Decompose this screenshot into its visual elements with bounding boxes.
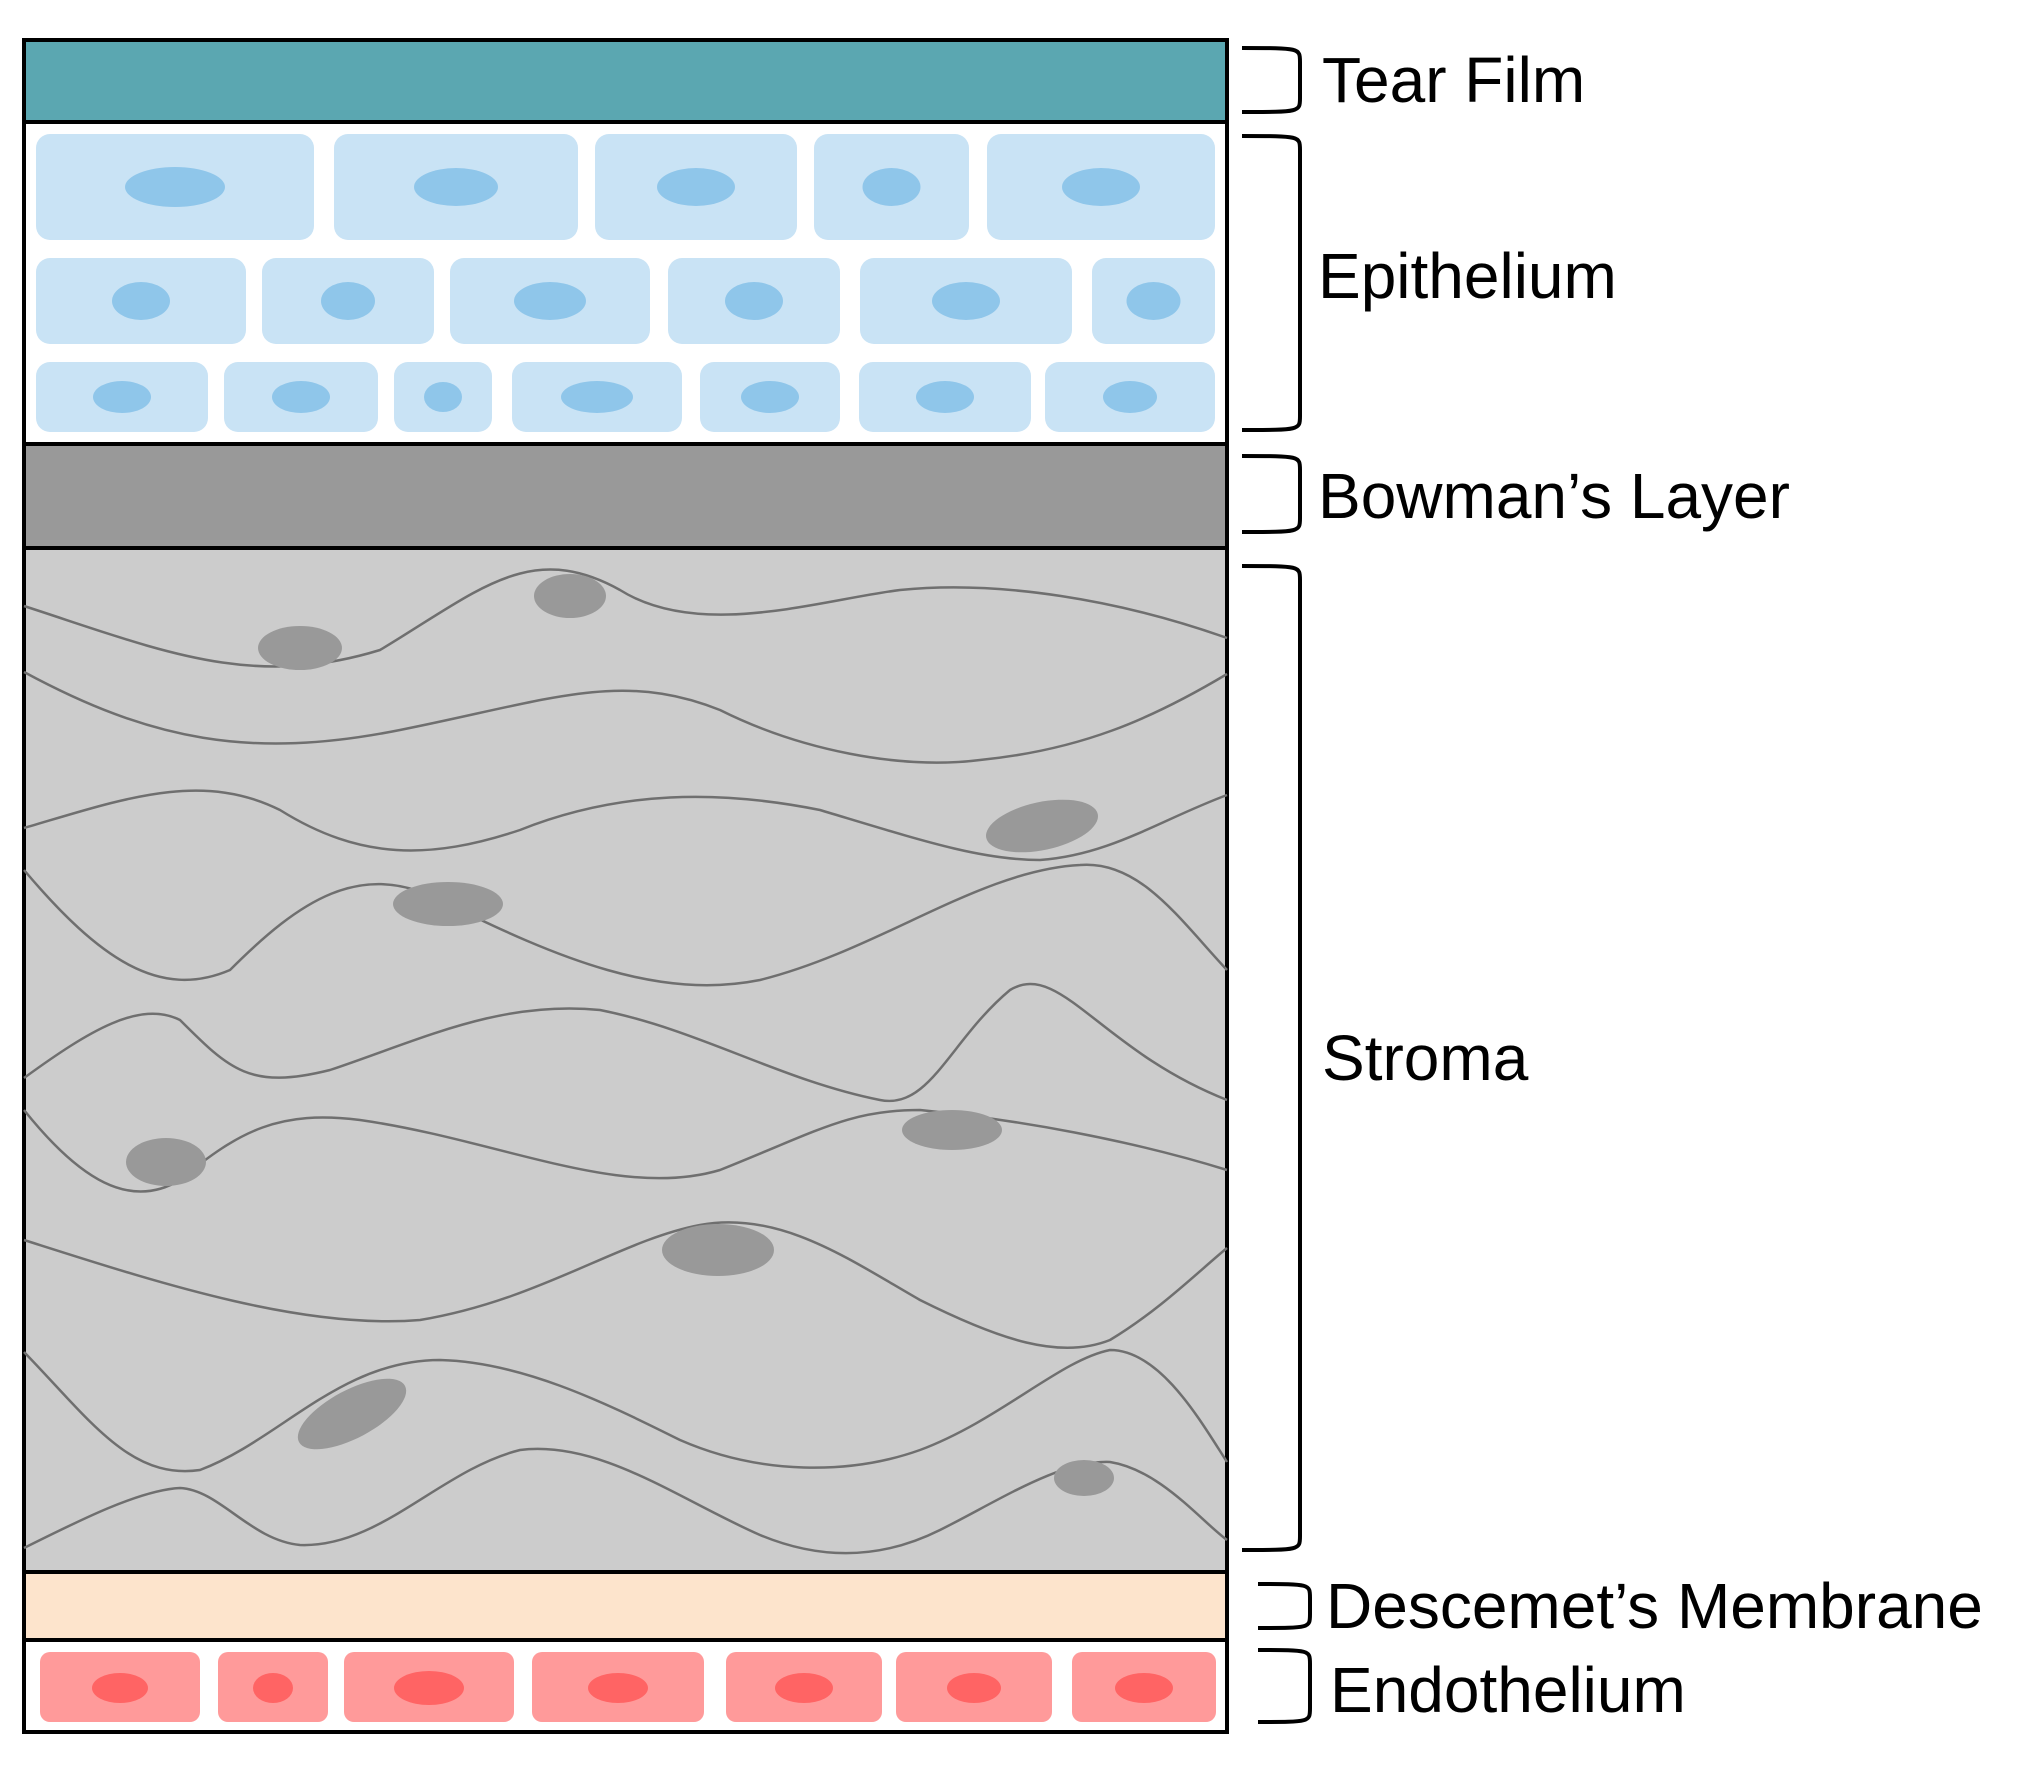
epithelial-nucleus xyxy=(741,381,799,413)
epithelial-nucleus xyxy=(414,168,498,206)
epithelium-label: Epithelium xyxy=(1318,240,1617,312)
epithelial-nucleus xyxy=(321,282,375,320)
epithelial-nucleus xyxy=(916,381,974,413)
collagen-fiber xyxy=(23,982,1228,1103)
collagen-fiber xyxy=(23,1221,1228,1350)
tear-film-layer xyxy=(22,38,1229,124)
tear-film-label: Tear Film xyxy=(1322,44,1585,116)
keratocyte xyxy=(1054,1460,1114,1496)
endothelial-nucleus xyxy=(775,1673,833,1703)
epithelial-nucleus xyxy=(112,282,170,320)
endothelium-layer xyxy=(22,1638,1229,1734)
keratocyte xyxy=(902,1110,1002,1150)
epithelial-nucleus xyxy=(1062,168,1140,206)
epithelial-nucleus xyxy=(424,382,462,412)
bowmans-layer-label: Bowman’s Layer xyxy=(1318,460,1790,532)
epithelial-nucleus xyxy=(125,167,225,207)
epithelial-nucleus xyxy=(514,282,586,320)
descemets-membrane-layer xyxy=(22,1570,1229,1642)
endothelial-nucleus xyxy=(92,1673,148,1703)
epithelial-nucleus xyxy=(561,381,633,413)
stroma-bracket xyxy=(1241,564,1302,1552)
endothelium-label: Endothelium xyxy=(1330,1654,1686,1726)
keratocyte xyxy=(258,626,342,670)
keratocyte xyxy=(126,1138,206,1186)
collagen-fiber xyxy=(23,789,1228,862)
bowmans-layer-bracket xyxy=(1241,454,1302,534)
collagen-fiber xyxy=(23,670,1228,764)
collagen-fiber xyxy=(23,1348,1229,1473)
stroma-background xyxy=(22,546,1229,1574)
endothelial-nucleus xyxy=(253,1673,293,1703)
endothelial-nucleus xyxy=(1115,1673,1173,1703)
epithelial-nucleus xyxy=(272,381,330,413)
collagen-fiber xyxy=(23,863,1228,987)
endothelial-nucleus xyxy=(947,1673,1001,1703)
descemets-membrane-bracket xyxy=(1257,1582,1312,1630)
stroma-layer xyxy=(22,546,1229,1574)
epithelium-bracket xyxy=(1241,134,1302,432)
epithelial-nucleus xyxy=(657,168,735,206)
epithelial-nucleus xyxy=(725,282,783,320)
stroma-label: Stroma xyxy=(1322,1022,1529,1094)
epithelial-nucleus xyxy=(862,168,921,206)
keratocyte xyxy=(393,882,503,926)
epithelial-nucleus xyxy=(1126,282,1181,320)
endothelial-nucleus xyxy=(394,1671,464,1705)
epithelial-nucleus xyxy=(932,282,1000,320)
epithelium-layer xyxy=(22,120,1229,446)
epithelial-nucleus xyxy=(1103,381,1157,413)
keratocyte xyxy=(986,799,1098,853)
endothelial-nucleus xyxy=(588,1673,648,1703)
epithelial-nucleus xyxy=(93,381,151,413)
keratocyte xyxy=(662,1224,774,1276)
tear-film-bracket xyxy=(1241,46,1302,114)
keratocyte xyxy=(297,1378,407,1450)
descemets-membrane-label: Descemet’s Membrane xyxy=(1326,1570,1983,1642)
collagen-fiber xyxy=(23,568,1228,668)
bowmans-layer xyxy=(22,442,1229,550)
keratocyte xyxy=(534,574,606,618)
endothelium-bracket xyxy=(1257,1648,1312,1724)
